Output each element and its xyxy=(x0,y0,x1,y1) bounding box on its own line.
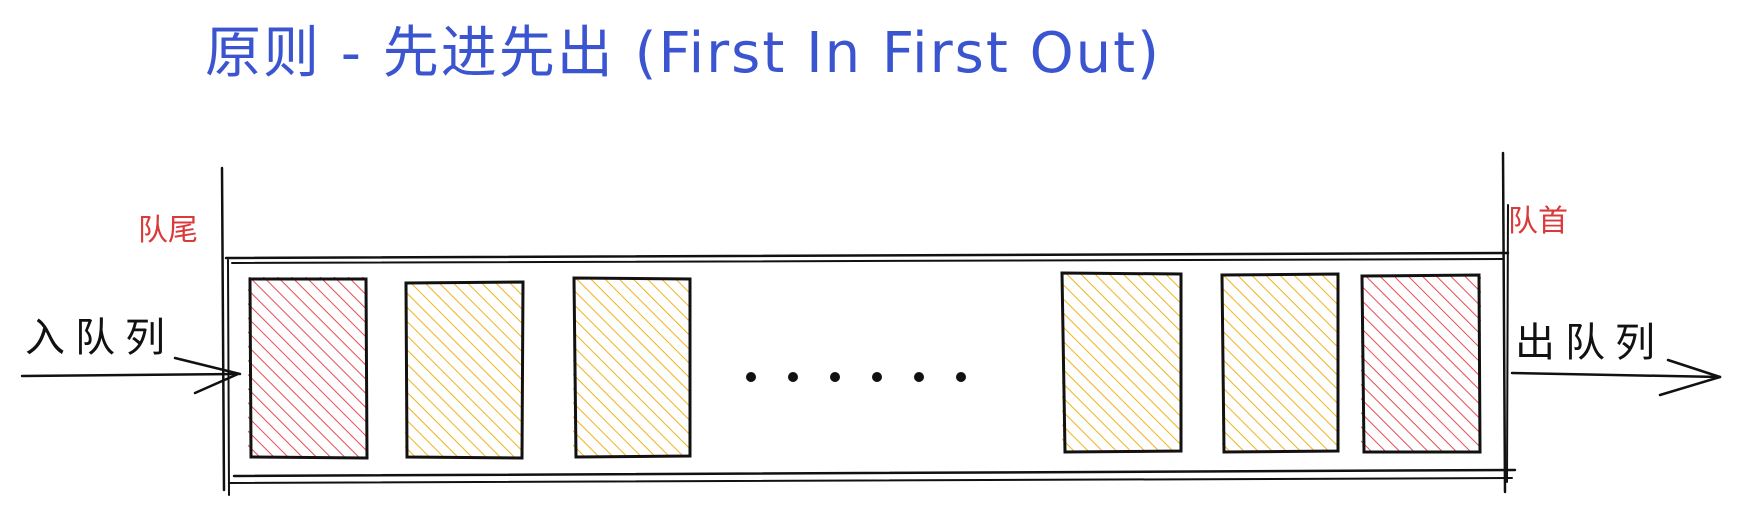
queue-bottom-line-2 xyxy=(229,477,1513,484)
queue-head-label: 队首 xyxy=(1508,204,1568,239)
queue-item xyxy=(1060,271,1183,454)
enqueue-arrow xyxy=(20,356,242,395)
queue-item xyxy=(572,276,692,459)
enqueue-label: 入队列 xyxy=(25,315,175,361)
queue-head-boundary-line-2 xyxy=(1506,204,1509,483)
queue-item xyxy=(1220,272,1340,454)
dequeue-label: 出队列 xyxy=(1515,320,1665,366)
queue-head-boundary-line xyxy=(1501,151,1507,494)
page-title: 原则 - 先进先出 (First In First Out) xyxy=(205,21,1161,86)
queue-top-line xyxy=(224,251,1510,260)
queue-item xyxy=(1360,273,1482,454)
queue-tail-boundary-line xyxy=(220,166,226,492)
queue-item xyxy=(248,277,369,460)
dequeue-arrow xyxy=(1510,358,1722,397)
queue-item xyxy=(404,280,525,460)
queue-bottom-line xyxy=(232,468,1517,478)
queue-top-line-2 xyxy=(231,258,1504,264)
queue-tail-label: 队尾 xyxy=(138,213,198,248)
queue-ellipsis xyxy=(746,372,966,382)
